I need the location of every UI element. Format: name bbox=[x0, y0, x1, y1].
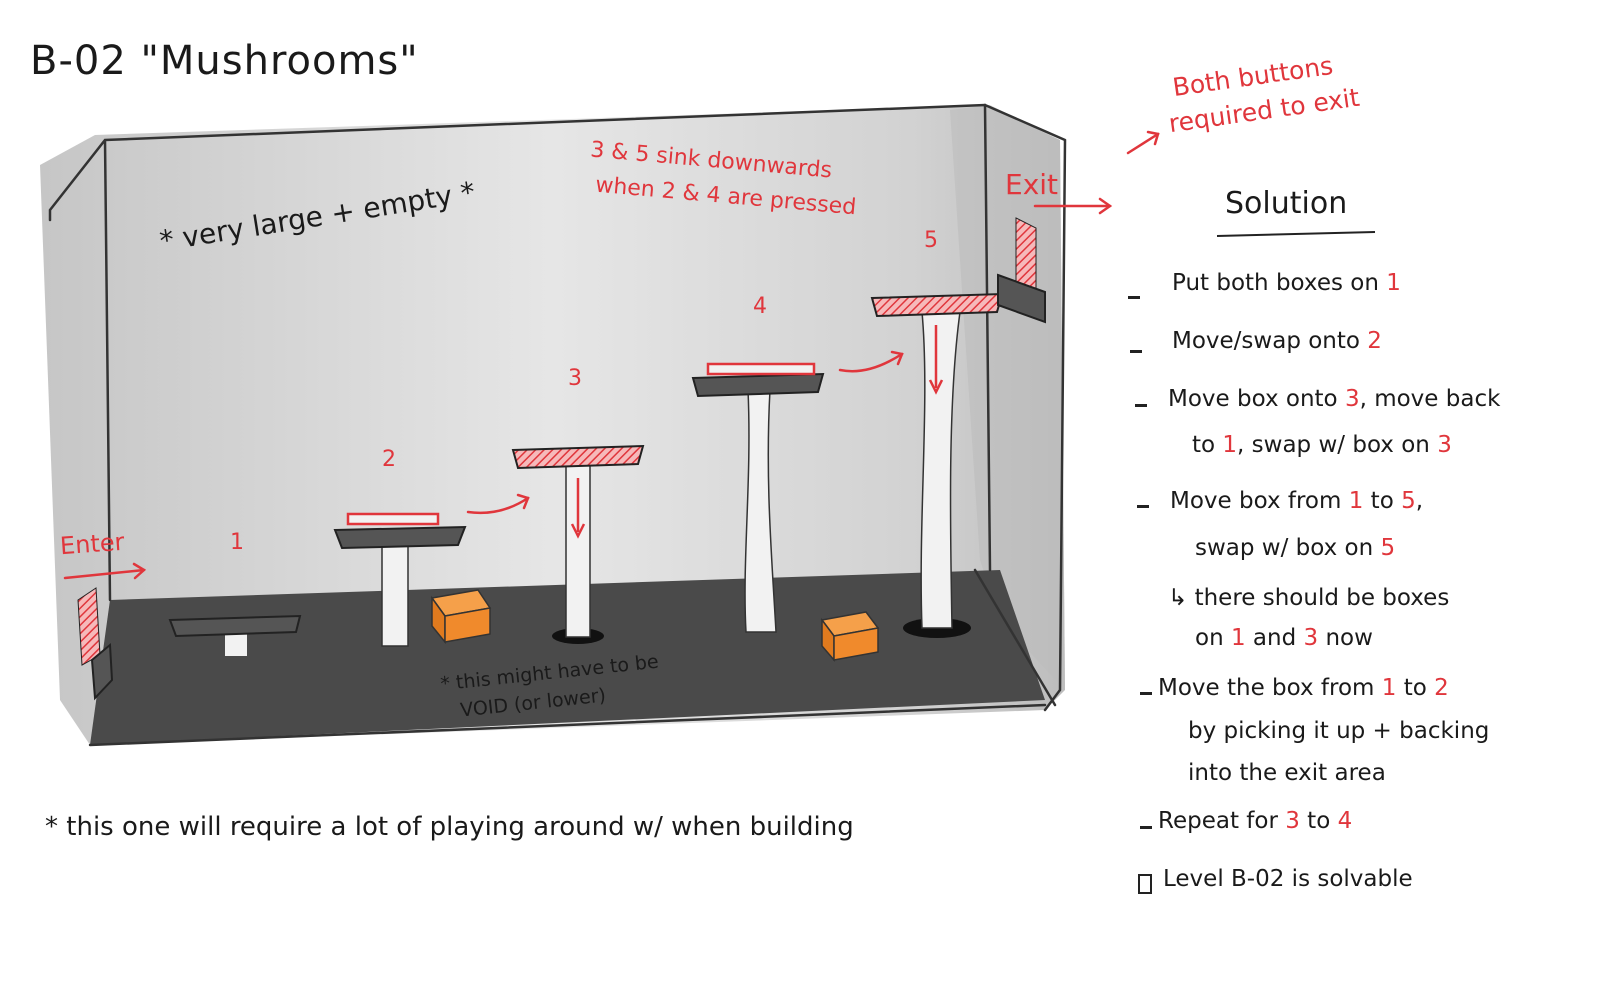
button-2 bbox=[346, 512, 440, 526]
bullet-marker bbox=[1140, 826, 1152, 829]
platform-ref: 5 bbox=[1380, 535, 1396, 561]
step-text: Level B-02 is solvable bbox=[1163, 866, 1413, 892]
floor bbox=[90, 570, 1045, 745]
step-text: , swap w/ box on bbox=[1237, 432, 1438, 458]
solution-step: Move the box from 1 to 2 bbox=[1158, 675, 1449, 701]
platform-ref: 4 bbox=[1337, 808, 1353, 834]
enter-door bbox=[77, 587, 114, 701]
platform-ref: 1 bbox=[1348, 488, 1364, 514]
platform-ref: 2 bbox=[1367, 328, 1382, 354]
bullet-marker bbox=[1135, 404, 1147, 407]
step-text: swap w/ box on bbox=[1195, 535, 1381, 561]
solution-step: by picking it up + backing bbox=[1188, 718, 1489, 744]
step-text: by picking it up + backing bbox=[1188, 718, 1490, 744]
arrow-2-to-3 bbox=[466, 496, 530, 515]
room bbox=[40, 103, 1067, 747]
step-text: ↳ there should be boxes bbox=[1168, 585, 1450, 611]
platform-4 bbox=[691, 362, 825, 633]
bullet-marker bbox=[1130, 350, 1142, 353]
arrow-4-to-5 bbox=[838, 352, 904, 373]
step-text: , bbox=[1415, 488, 1424, 514]
step-text: Move box onto bbox=[1168, 386, 1345, 412]
platform-label-1: 1 bbox=[230, 530, 244, 555]
step-text: Repeat for bbox=[1158, 808, 1286, 834]
step-text: now bbox=[1318, 625, 1373, 651]
step-text: Move box from bbox=[1170, 488, 1349, 514]
platform-1 bbox=[168, 614, 302, 656]
platform-5 bbox=[870, 292, 1004, 638]
step-text: on bbox=[1195, 625, 1231, 651]
page-title: B-02 "Mushrooms" bbox=[30, 38, 419, 84]
step-text: Put both boxes on bbox=[1172, 270, 1387, 296]
solution-step: into the exit area bbox=[1188, 760, 1386, 786]
step-text: to bbox=[1299, 808, 1338, 834]
platform-label-2: 2 bbox=[382, 447, 396, 472]
footer-note: * this one will require a lot of playing… bbox=[45, 812, 854, 842]
solution-heading: Solution bbox=[1225, 186, 1348, 221]
arrows bbox=[63, 130, 1160, 580]
solution-step: on 1 and 3 now bbox=[1195, 625, 1373, 651]
platform-ref: 1 bbox=[1386, 270, 1401, 296]
solution-step: ↳ there should be boxes bbox=[1168, 585, 1449, 611]
step-text: , move back bbox=[1359, 386, 1501, 412]
solution-step: Level B-02 is solvable bbox=[1163, 866, 1413, 892]
bullet-marker bbox=[1128, 296, 1140, 299]
label-enter: Enter bbox=[59, 527, 126, 561]
solution-step: Move/swap onto 2 bbox=[1172, 328, 1382, 354]
bullet-marker bbox=[1140, 692, 1152, 695]
solution-step: Move box from 1 to 5, bbox=[1170, 488, 1423, 514]
room-outline bbox=[48, 103, 1067, 747]
step-text: and bbox=[1245, 625, 1304, 651]
solution-underline bbox=[1216, 231, 1376, 237]
platform-2 bbox=[333, 512, 467, 647]
label-exit: Exit bbox=[1005, 168, 1059, 201]
platform-label-5: 5 bbox=[924, 228, 938, 253]
platform-ref: 5 bbox=[1401, 488, 1416, 514]
solution-step: swap w/ box on 5 bbox=[1195, 535, 1395, 561]
solution-step: Repeat for 3 to 4 bbox=[1158, 808, 1352, 834]
step-text: to bbox=[1396, 675, 1435, 701]
arrow-enter bbox=[63, 568, 146, 580]
solution-step: to 1, swap w/ box on 3 bbox=[1192, 432, 1452, 458]
arrow-both-buttons bbox=[1126, 132, 1160, 155]
platform-ref: 1 bbox=[1230, 625, 1246, 651]
box-2 bbox=[820, 611, 880, 663]
bullet-marker bbox=[1137, 505, 1149, 508]
platform-ref: 1 bbox=[1222, 432, 1238, 458]
platform-label-3: 3 bbox=[568, 366, 582, 391]
platform-ref: 1 bbox=[1381, 675, 1397, 701]
solvable-checkbox bbox=[1138, 874, 1152, 894]
step-text: to bbox=[1192, 432, 1223, 458]
platform-ref: 3 bbox=[1285, 808, 1300, 834]
platform-ref: 3 bbox=[1437, 432, 1452, 458]
box-1 bbox=[430, 589, 492, 645]
platform-ref: 3 bbox=[1303, 625, 1319, 651]
button-4 bbox=[706, 362, 816, 376]
platform-ref: 2 bbox=[1434, 675, 1449, 701]
platform-ref: 3 bbox=[1344, 386, 1360, 412]
exit-door bbox=[997, 217, 1046, 324]
platform-3 bbox=[511, 444, 645, 644]
step-text: into the exit area bbox=[1188, 760, 1386, 786]
step-text: to bbox=[1363, 488, 1402, 514]
step-text: Move/swap onto bbox=[1172, 328, 1368, 354]
platform-label-4: 4 bbox=[753, 294, 767, 319]
step-text: Move the box from bbox=[1158, 675, 1382, 701]
solution-step: Move box onto 3, move back bbox=[1168, 386, 1500, 412]
solution-step: Put both boxes on 1 bbox=[1172, 270, 1401, 296]
